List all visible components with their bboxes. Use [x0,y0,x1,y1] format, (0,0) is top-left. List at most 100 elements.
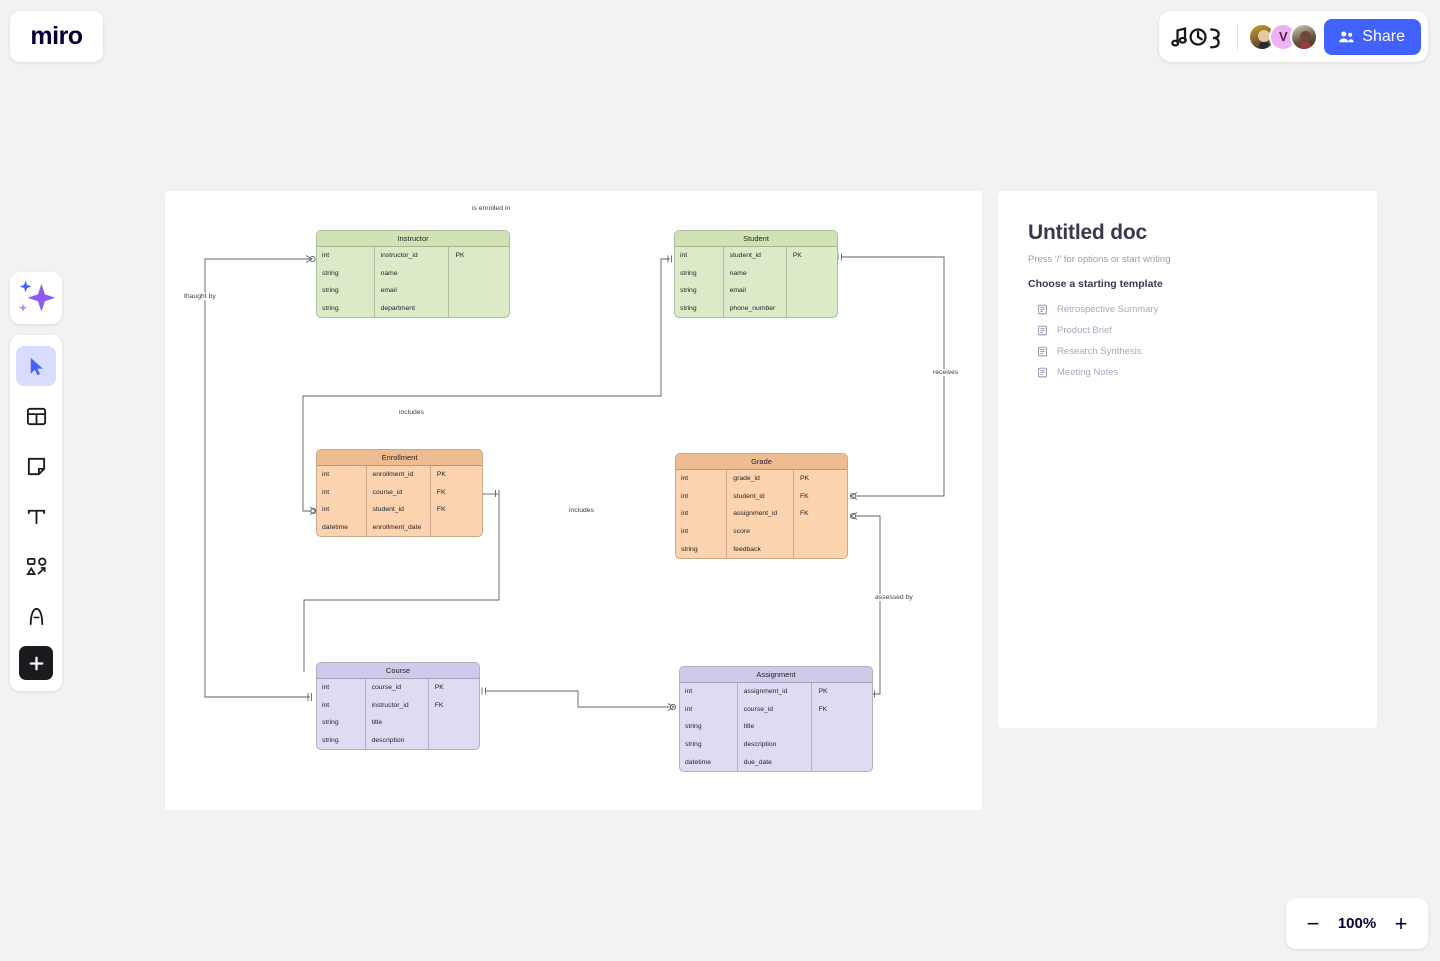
er-cell-name: due_date [738,753,813,771]
er-cell-type: string [680,735,738,754]
er-cell-key: FK [436,506,446,514]
er-cell-key [787,265,837,283]
er-cell-name: title [366,714,429,732]
er-cell-name: description [366,731,429,750]
er-cell-name: name [375,264,450,283]
template-item[interactable]: Product Brief [1028,320,1347,341]
template-item[interactable]: Retrospective Summary [1028,299,1347,320]
er-cell-key [787,300,837,318]
er-table-title-instructor: Instructor [317,231,509,247]
text-icon [27,509,45,524]
music-note-logo[interactable] [1171,22,1227,52]
er-cell-type: string [675,282,724,300]
people-icon [1339,31,1354,42]
er-cell-key: FK [799,492,809,500]
zoom-control: − 100% + [1286,898,1428,949]
text-tool[interactable] [16,496,56,536]
er-cell-name: enrollment_id [367,466,431,484]
er-cell-key: PK [799,475,810,483]
er-cell-key: FK [799,510,809,518]
er-table-title-enrollment: Enrollment [317,450,482,466]
er-cell-type: string [680,718,738,736]
zoom-in-button[interactable]: + [1384,907,1418,941]
er-cell-key [429,714,479,732]
er-cell-name: course_id [366,679,429,697]
er-cell-key: PK [818,688,828,696]
template-item[interactable]: Research Synthesis [1028,341,1347,362]
sticky-note-tool[interactable] [16,446,56,486]
doc-title[interactable]: Untitled doc [1028,221,1147,244]
select-tool[interactable] [16,346,56,386]
miro-logo-text: miro [30,22,83,50]
templates-tool[interactable] [16,396,56,436]
er-cell-key: FK [818,705,828,713]
share-button[interactable]: Share [1324,18,1421,55]
miro-logo[interactable]: miro [10,11,103,62]
document-icon [1038,346,1047,357]
header-right-cluster: V Share [1159,11,1428,62]
pen-icon [29,607,43,625]
template-item-label: Research Synthesis [1057,346,1142,357]
ai-sparkle-tool[interactable] [10,272,62,324]
er-cell-key [449,282,509,300]
er-cell-key: FK [436,488,446,496]
er-cell-type: int [317,679,366,697]
left-toolbar [10,335,62,691]
er-cell-key: PK [434,684,444,692]
zoom-out-button[interactable]: − [1296,907,1330,941]
er-cell-type: int [676,522,728,541]
rel-assessed-by-label: assessed by [872,594,916,601]
more-apps-tool[interactable] [19,646,53,680]
shapes-tool[interactable] [16,546,56,586]
document-icon [1038,325,1047,336]
er-cell-type: int [317,466,367,484]
zoom-level: 100% [1337,915,1377,932]
er-cell-name: course_id [738,700,813,719]
er-cell-key: PK [792,252,802,260]
doc-panel[interactable]: Untitled doc Press '/' for options or st… [998,191,1377,728]
shapes-icon [25,557,46,575]
er-cell-type: int [317,247,375,265]
rel-includes-1-label: includes [396,409,427,416]
doc-hint: Press '/' for options or start writing [1028,254,1171,265]
er-cell-key [429,732,479,750]
er-cell-name: department [375,299,450,318]
er-cell-name: enrollment_date [367,518,431,537]
er-cell-name: email [375,282,450,300]
sparkle-icon [18,280,56,312]
er-cell-type: int [680,683,738,701]
templates-icon [26,407,46,425]
er-cell-key [787,282,837,300]
sticky-note-icon [27,457,45,475]
er-cell-type: string [676,540,728,558]
template-item[interactable]: Meeting Notes [1028,362,1347,383]
er-table-title-assignment: Assignment [680,667,872,683]
er-cell-name: feedback [727,540,794,558]
avatar-user-3[interactable] [1290,22,1319,51]
er-cell-name: email [724,282,787,300]
er-cell-name: grade_id [727,470,794,488]
pen-tool[interactable] [16,596,56,636]
